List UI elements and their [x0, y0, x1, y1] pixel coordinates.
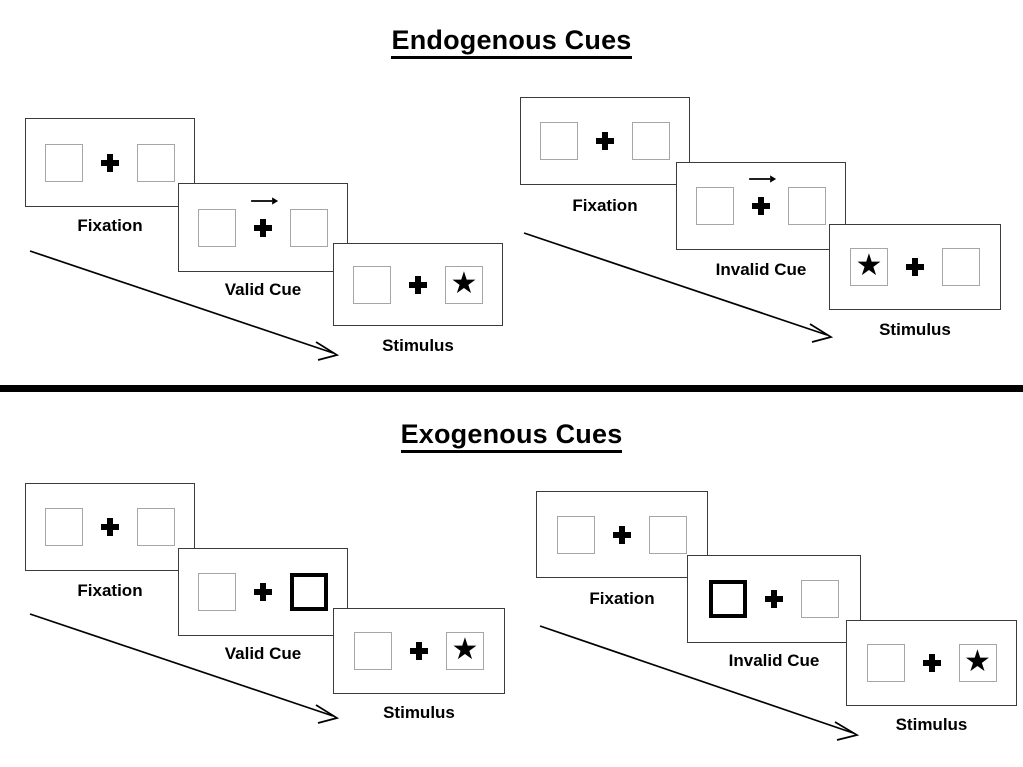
panel-fixation	[536, 491, 708, 578]
right-box	[801, 580, 839, 618]
fixation-cross	[253, 573, 273, 611]
panel-caption-cue: Invalid Cue	[728, 651, 820, 670]
left-box-with-star: ★	[850, 248, 888, 286]
fixation-cross	[408, 266, 428, 304]
left-box	[198, 573, 236, 611]
left-box	[696, 187, 734, 225]
panel-fixation	[520, 97, 690, 185]
section-title-exogenous: Exogenous Cues	[0, 419, 1023, 453]
time-flow-arrow	[29, 250, 340, 361]
right-box	[632, 122, 670, 160]
left-box	[45, 143, 83, 182]
right-box	[137, 508, 175, 546]
right-box	[290, 208, 328, 247]
fixation-cross	[100, 144, 120, 182]
panel-caption-fixation: Fixation	[589, 589, 655, 608]
panel-fixation	[25, 118, 195, 207]
right-box-cued	[290, 573, 328, 611]
panel-cue	[178, 548, 348, 636]
cue-arrow-right-icon	[749, 175, 777, 183]
panel-cue	[178, 183, 348, 272]
left-box	[354, 632, 392, 670]
star-icon: ★	[450, 266, 478, 300]
right-box-with-star: ★	[958, 644, 997, 682]
trial-group-endogenous-valid: Fixation Valid Cue	[0, 0, 520, 380]
right-box	[137, 143, 175, 182]
star-icon: ★	[855, 249, 883, 282]
panel-caption-cue: Valid Cue	[224, 644, 302, 663]
panel-caption-fixation: Fixation	[77, 216, 143, 235]
left-box	[557, 515, 595, 554]
right-box-with-star: ★	[446, 632, 484, 670]
left-box	[866, 644, 905, 682]
panel-caption-cue: Invalid Cue	[715, 260, 807, 279]
panel-caption-fixation: Fixation	[77, 581, 143, 600]
section-divider	[0, 385, 1023, 392]
panel-stimulus: ★	[333, 608, 505, 694]
section-title-endogenous: Endogenous Cues	[0, 25, 1023, 59]
fixation-cross	[922, 644, 942, 682]
fixation-cross	[749, 175, 777, 225]
fixation-cross	[409, 632, 429, 670]
fixation-cross	[764, 580, 784, 618]
star-icon: ★	[964, 645, 991, 678]
left-box	[198, 208, 236, 247]
trial-group-exogenous-invalid: Fixation Invalid Cue ★ Stimulus	[512, 383, 1023, 767]
right-box	[788, 187, 826, 225]
fixation-cross	[612, 516, 632, 554]
panel-caption-fixation: Fixation	[572, 196, 638, 215]
right-box-with-star: ★	[445, 265, 483, 304]
panel-caption-stimulus: Stimulus	[383, 703, 455, 722]
fixation-cross	[251, 196, 279, 247]
time-flow-arrow	[29, 613, 340, 724]
fixation-cross	[595, 122, 615, 160]
panel-cue	[687, 555, 861, 643]
star-icon: ★	[451, 633, 479, 666]
cue-arrow-right-icon	[251, 196, 279, 205]
left-box	[353, 265, 391, 304]
panel-caption-stimulus: Stimulus	[879, 320, 951, 339]
left-box-cued	[709, 580, 747, 618]
panel-cue	[676, 162, 846, 250]
trial-group-exogenous-valid: Fixation Valid Cue ★ Stimulus	[0, 383, 520, 767]
panel-caption-stimulus: Stimulus	[382, 336, 454, 355]
time-flow-arrow	[539, 625, 860, 741]
fixation-cross	[905, 248, 925, 286]
panel-fixation	[25, 483, 195, 571]
panel-stimulus: ★	[846, 620, 1017, 706]
right-box	[942, 248, 980, 286]
time-flow-arrow	[523, 232, 834, 343]
trial-group-endogenous-invalid: Fixation Invalid Cue ★	[512, 0, 1023, 380]
panel-stimulus: ★	[829, 224, 1001, 310]
right-box	[649, 515, 687, 554]
section-title-endogenous-text: Endogenous Cues	[391, 25, 632, 59]
left-box	[540, 122, 578, 160]
panel-caption-stimulus: Stimulus	[895, 715, 968, 734]
panel-stimulus: ★	[333, 243, 503, 326]
left-box	[45, 508, 83, 546]
panel-caption-cue: Valid Cue	[224, 280, 302, 299]
section-title-exogenous-text: Exogenous Cues	[400, 419, 623, 453]
fixation-cross	[100, 508, 120, 546]
